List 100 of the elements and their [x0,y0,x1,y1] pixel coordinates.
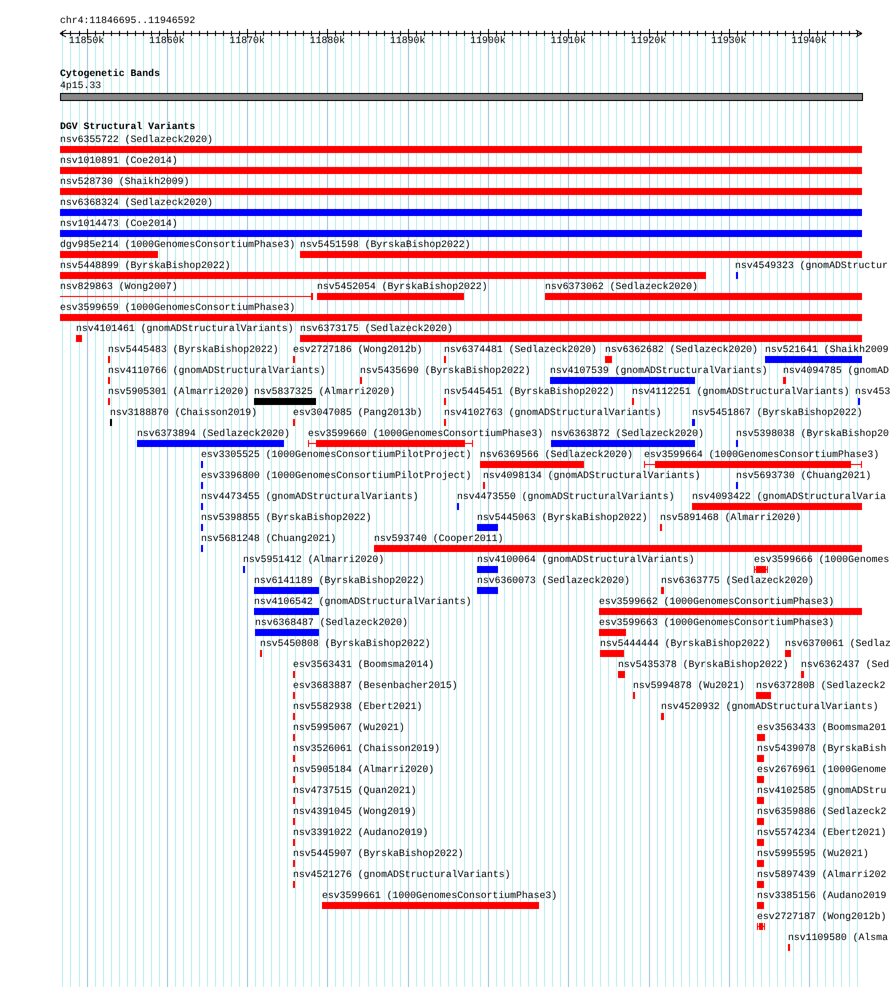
variant-label: nsv6360073 (Sedlazeck2020) [477,575,630,586]
variant-label: nsv4391045 (Wong2019) [293,806,416,817]
axis-tick-label: 11920k [630,35,668,46]
variant-label: nsv5451867 (ByrskaBishop2022) [692,407,862,418]
variant-label: nsv829863 (Wong2007) [60,281,178,292]
track-title: Cytogenetic Bands [60,68,160,79]
variant-label: nsv5452054 (ByrskaBishop2022) [317,281,488,292]
variant-label: esv2676961 (1000Genome [757,764,886,775]
variant-label: nsv1014473 (Coe2014) [60,218,178,229]
variant-label: nsv5450808 (ByrskaBishop2022) [260,638,430,649]
variant-label: nsv6363775 (Sedlazeck2020) [661,575,814,586]
variant-label: nsv6373062 (Sedlazeck2020) [545,281,698,292]
track-title: DGV Structural Variants [60,121,196,132]
variant-label: nsv5891468 (Almarri2020) [660,512,802,523]
variant-label: nsv5445907 (ByrskaBishop2022) [293,848,464,859]
variant-label: nsv4106542 (gnomADStructuralVariants) [254,596,472,607]
variant-label: nsv1010891 (Coe2014) [60,155,178,166]
variant-label: esv3563433 (Boomsma201 [757,722,886,733]
variant-label: esv3599661 (1000GenomesConsortiumPhase3) [322,890,558,901]
variant-label: nsv4101461 (gnomADStructuralVariants) [76,323,294,334]
variant-label: esv3563431 (Boomsma2014) [293,659,434,670]
variant-label: nsv5574234 (Ebert2021) [757,827,886,838]
variant-label: nsv3188870 (Chaisson2019) [110,407,257,418]
variant-label: nsv6355722 (Sedlazeck2020) [60,134,213,145]
variant-label: nsv3385156 (Audano2019 [757,890,886,901]
variant-label: esv3599659 (1000GenomesConsortiumPhase3) [60,302,296,313]
band-label: 4p15.33 [60,80,102,91]
variant-label: nsv4473550 (gnomADStructuralVariants) [457,491,675,502]
variant-label: esv2727187 (Wong2012b) [757,911,886,922]
variant-label: nsv593740 (Cooper2011) [374,533,504,544]
variant-label: nsv5444444 (ByrskaBishop2022) [600,638,770,649]
variant-label: nsv3526061 (Chaisson2019) [293,743,440,754]
variant-label: nsv4521276 (gnomADStructuralVariants) [293,869,511,880]
variant-label: nsv5445483 (ByrskaBishop2022) [108,344,278,355]
variant-label: nsv5693730 (Chuang2021) [736,470,872,481]
variant-label: nsv5905184 (Almarri2020) [293,764,434,775]
variant-label: nsv453 [855,386,890,397]
variant-label: nsv6362682 (Sedlazeck2020) [605,344,758,355]
variant-label: nsv4737515 (Quan2021) [293,785,416,796]
variant-label: esv3396800 (1000GenomesConsortiumPilotProject) [201,470,472,481]
axis-tick-label: 11880k [308,35,346,46]
variant-label: nsv5398038 (ByrskaBishop20 [736,428,889,439]
variant-label: nsv4100064 (gnomADStructuralVariants) [477,554,695,565]
variant-label: nsv5681248 (Chuang2021) [201,533,336,544]
variant-label: nsv6369566 (Sedlazeck2020) [480,449,633,460]
variant-label: nsv5445063 (ByrskaBishop2022) [477,512,648,523]
variant-label: nsv4110766 (gnomADStructuralVariants) [108,365,326,376]
variant-label: nsv5435690 (ByrskaBishop2022) [360,365,530,376]
variant-label: nsv6372808 (Sedlazeck2 [756,680,886,691]
variant-label: nsv521641 (Shaikh2009 [765,344,888,355]
variant-label: dgv985e214 (1000GenomesConsortiumPhase3) [60,239,296,250]
variant-label: nsv4520932 (gnomADStructuralVariants) [661,701,879,712]
variant-label: esv3683887 (Besenbacher2015) [293,680,458,691]
variant-label: nsv5995595 (Wu2021) [757,848,869,859]
variant-label: nsv528730 (Shaikh2009) [60,176,190,187]
variant-label: nsv4094785 (gnomAD [783,365,889,376]
variant-label: nsv5994878 (Wu2021) [633,680,745,691]
variant-label: nsv6374481 (Sedlazeck2020) [444,344,597,355]
axis-tick-label: 11930k [710,35,748,46]
variant-label: nsv5905301 (Almarri2020) [108,386,250,397]
variant-label: nsv5582938 (Ebert2021) [293,701,422,712]
axis-tick-label: 11870k [228,35,266,46]
variant-label: nsv5451598 (ByrskaBishop2022) [300,239,470,250]
variant-label: nsv4093422 (gnomADStructuralVaria [692,491,886,502]
variant-label: nsv5897439 (Almarri202 [757,869,886,880]
coordinate-label: chr4:11846695..11946592 [60,15,196,26]
variant-label: esv3305525 (1000GenomesConsortiumPilotProject) [201,449,472,460]
variant-label: nsv5837325 (Almarri2020) [254,386,396,397]
variant-label: esv3599663 (1000GenomesConsortiumPhase3) [599,617,834,628]
axis-tick-label: 11890k [389,35,426,46]
axis-tick-label: 11900k [469,35,507,46]
variant-label: nsv5435378 (ByrskaBishop2022) [618,659,788,670]
variant-label: nsv4098134 (gnomADStructuralVariants) [483,470,701,481]
axis-tick-label: 11860k [148,35,186,46]
variant-label: nsv5448899 (ByrskaBishop2022) [60,260,230,271]
variant-label: nsv5439078 (ByrskaBish [757,743,886,754]
variant-label: nsv6359886 (Sedlazeck2 [757,806,886,817]
variant-label: esv3599664 (1000GenomesConsortiumPhase3) [644,449,880,460]
variant-label: nsv5995067 (Wu2021) [293,722,405,733]
variant-label: nsv5398855 (ByrskaBishop2022) [201,512,372,523]
variant-label: nsv6362437 (Sed [801,659,890,670]
variant-label: nsv6370061 (Sedlaz [785,638,890,649]
variant-label: nsv4112251 (gnomADStructuralVariants) [632,386,850,397]
variant-label: esv3599660 (1000GenomesConsortiumPhase3) [308,428,544,439]
variant-label: nsv4107539 (gnomADStructuralVariants) [550,365,768,376]
variant-label: nsv5445451 (ByrskaBishop2022) [444,386,614,397]
variant-label: nsv6141189 (ByrskaBishop2022) [254,575,424,586]
variant-label: esv3047085 (Pang2013b) [293,407,422,418]
variant-label: esv3599666 (1000Genomes [754,554,890,565]
axis-tick-label: 11940k [790,35,828,46]
variant-label: nsv6373894 (Sedlazeck2020) [137,428,290,439]
axis-tick-label: 11910k [550,35,587,46]
variant-label: nsv4473455 (gnomADStructuralVariants) [201,491,419,502]
variant-label: nsv5951412 (Almarri2020) [243,554,384,565]
variant-label: esv3599662 (1000GenomesConsortiumPhase3) [599,596,834,607]
variant-label: nsv3391022 (Audano2019) [293,827,428,838]
variant-label: nsv6373175 (Sedlazeck2020) [300,323,453,334]
axis-tick-label: 11850k [68,35,106,46]
variant-label: nsv4549323 (gnomADStructur [735,260,888,271]
variant-label: nsv6368487 (Sedlazeck2020) [255,617,408,628]
